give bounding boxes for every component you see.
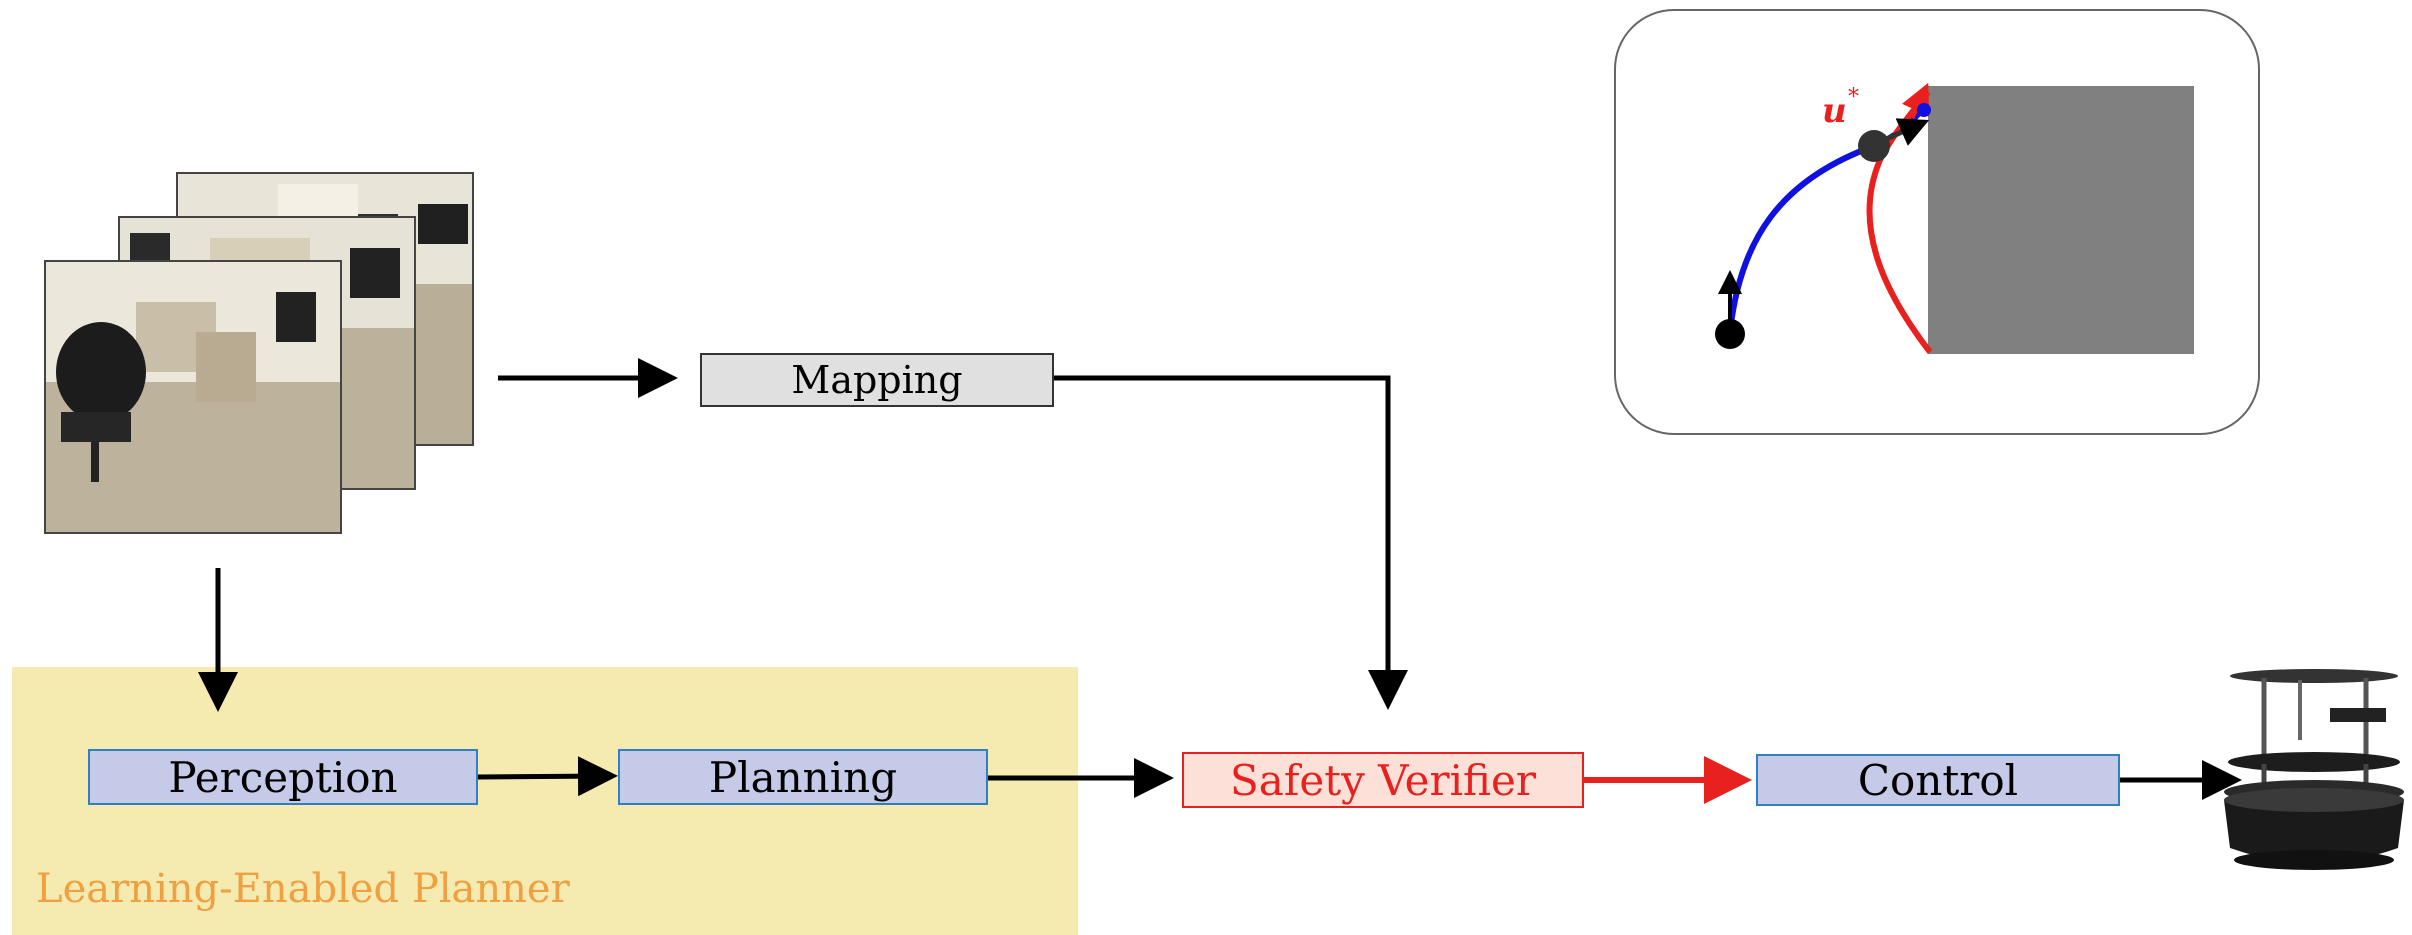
predicted-contact-point	[1917, 103, 1931, 117]
arrow-mapping-to-verifier	[1054, 375, 1408, 710]
start-point	[1715, 319, 1745, 349]
safe-control-label-superscript: *	[1848, 85, 1859, 110]
safe-control-arrow	[1901, 82, 1930, 120]
safety-verifier-block: Safety Verifier	[1182, 752, 1584, 808]
current-state-point	[1858, 130, 1890, 162]
planner-region-label: Learning-Enabled Planner	[36, 866, 570, 912]
safe-control-label: u	[1822, 91, 1847, 131]
control-block: Control	[1756, 754, 2120, 806]
current-heading-arrow	[1882, 118, 1930, 146]
perception-block: Perception	[88, 749, 478, 805]
arrow-perception-to-planning	[477, 756, 618, 797]
planning-block: Planning	[618, 749, 988, 805]
mapping-block: Mapping	[700, 353, 1054, 407]
obstacle	[1928, 86, 2194, 354]
camera-frame-front	[44, 260, 342, 534]
